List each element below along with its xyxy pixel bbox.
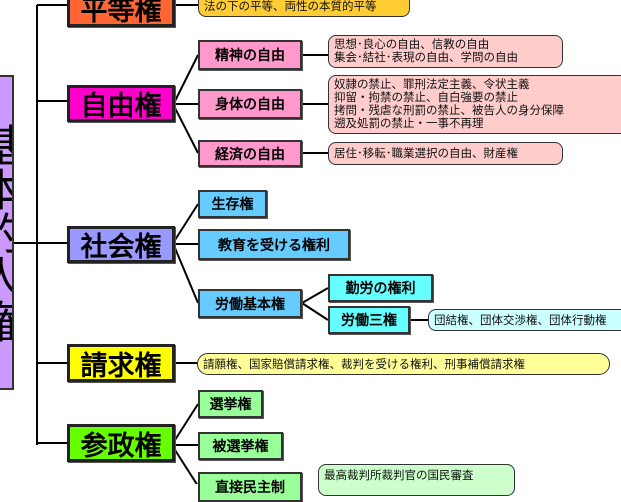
node-claim-rights[interactable]: 請求権 [67, 344, 175, 382]
connector-lines [14, 4, 428, 484]
note-line: 抑留・拘禁の禁止、自白強要の禁止 [334, 90, 518, 104]
note-line: 遡及処罰の禁止・一事不再理 [334, 116, 484, 130]
node-freedom-rights[interactable]: 自由権 [67, 85, 175, 122]
node-right-to-vote[interactable]: 選挙権 [198, 390, 263, 418]
note-three-labor-rights: 団結権、団体交渉権、団体行動権 [428, 309, 621, 331]
node-right-to-work[interactable]: 勤労の権利 [328, 274, 433, 302]
note-mental-freedom: 思想･良心の自由、信教の自由 集会･結社･表現の自由、学問の自由 [328, 35, 563, 68]
node-social-rights[interactable]: 社会権 [67, 226, 175, 263]
note-line: 奴隷の禁止、罪刑法定主義、令状主義 [334, 77, 530, 91]
root-basic-human-rights: 基本的人権 [0, 75, 14, 390]
node-basic-labor-rights[interactable]: 労働基本権 [198, 289, 302, 318]
node-economic-freedom[interactable]: 経済の自由 [198, 140, 302, 167]
note-equality: 法の下の平等、両性の本質的平等 [198, 0, 410, 17]
node-right-to-education[interactable]: 教育を受ける権利 [198, 229, 350, 260]
node-mental-freedom[interactable]: 精神の自由 [198, 40, 302, 70]
node-right-to-be-elected[interactable]: 被選挙権 [198, 432, 283, 460]
note-direct-democracy: 最高裁判所裁判官の国民審査 [318, 464, 515, 496]
note-line: 居住･移転･職業選択の自由、財産権 [334, 146, 518, 160]
node-three-labor-rights[interactable]: 労働三権 [328, 306, 410, 334]
note-claim-rights: 請願権、国家賠償請求権、裁判を受ける権利、刑事補償請求権 [197, 353, 610, 375]
note-economic-freedom: 居住･移転･職業選択の自由、財産権 [328, 142, 563, 165]
node-equality-rights[interactable]: 平等権 [67, 0, 175, 27]
note-physical-freedom: 奴隷の禁止、罪刑法定主義、令状主義 抑留・拘禁の禁止、自白強要の禁止 拷問・残虐… [328, 75, 621, 134]
node-political-rights[interactable]: 参政権 [67, 424, 175, 462]
node-right-to-life[interactable]: 生存権 [198, 190, 267, 218]
note-line: 集会･結社･表現の自由、学問の自由 [334, 50, 518, 64]
note-line: 思想･良心の自由、信教の自由 [334, 37, 490, 51]
node-physical-freedom[interactable]: 身体の自由 [198, 89, 302, 119]
node-direct-democracy[interactable]: 直接民主制 [198, 472, 302, 502]
note-line: 拷問・残虐な刑罰の禁止、被告人の身分保障 [334, 103, 564, 117]
